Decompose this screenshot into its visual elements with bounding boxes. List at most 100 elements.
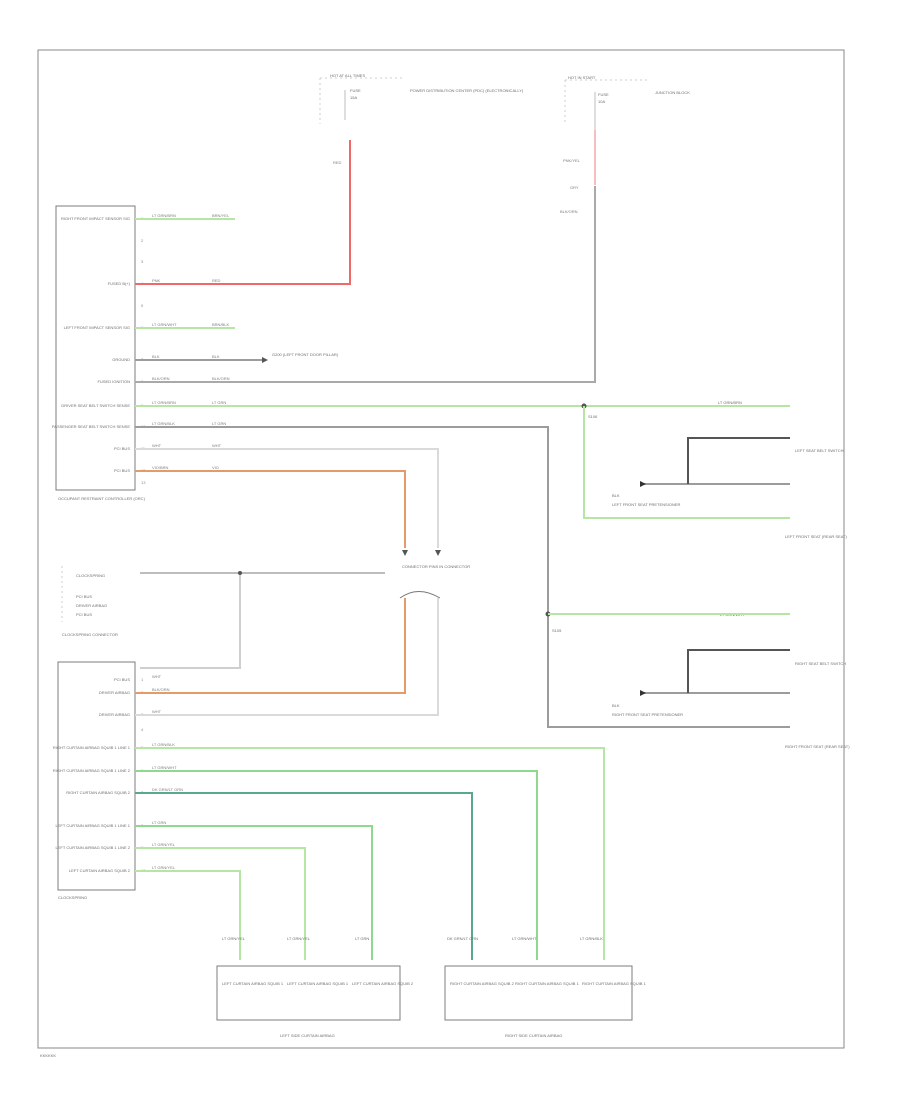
clockspring-pin-wire: LT GRN/WHT [152, 765, 177, 770]
fuse-header-left: HOT AT ALL TIMES [330, 73, 365, 78]
orc-pin-wire: LT GRN/WHT [152, 322, 177, 327]
orc-pin-label: PASSENGER SEAT BELT SWITCH SENSE [52, 424, 130, 429]
pass-connection-label: CONNECTOR PINS IN CONNECTOR [402, 564, 470, 569]
orc-pin-wire: LT GRN/BRN [152, 213, 176, 218]
fuse-amps-right: 10A [598, 99, 605, 104]
seat-belt-right-side: RIGHT FRONT SEAT (REAR SEAT) [785, 744, 850, 749]
fuse-desc-right: JUNCTION BLOCK [655, 90, 690, 95]
wire-fused-ignition [135, 186, 596, 383]
clockspring-line-3: PCI BUS [76, 612, 92, 617]
wire-pass-belt-sense [135, 426, 790, 728]
clockspring-pin-wire: DK GRN/LT GRN [152, 787, 183, 792]
clockspring-pin-wire: LT GRN [152, 820, 166, 825]
clockspring-pin-number: 4 [141, 727, 144, 732]
orc-module-name: OCCUPANT RESTRAINT CONTROLLER (ORC) [58, 496, 146, 501]
wire-driver-airbag-orange [135, 598, 406, 694]
clockspring-connector: CLOCKSPRING PCI BUS DRIVER AIRBAG PCI BU… [61, 566, 385, 669]
clockspring-pin-label: DRIVER AIRBAG [99, 690, 130, 695]
clockspring-pin-label: DRIVER AIRBAG [99, 712, 130, 717]
orc-pin-wire-2: WHT [212, 443, 222, 448]
pass-through-connector: CONNECTOR PINS IN CONNECTOR [399, 550, 470, 599]
wire-label-gry: GRY [570, 185, 579, 190]
wire-left-curtain-3 [135, 870, 241, 960]
orc-pin-wire-2: BLK/ORN [212, 376, 230, 381]
clockspring-pin-number: 1 [141, 677, 144, 682]
clockspring-pin-wire: LT GRN/BLK [152, 742, 175, 747]
ground-label: G200 (LEFT FRONT DOOR PILLAR) [272, 352, 339, 357]
clockspring-pin-label: PCI BUS [114, 677, 130, 682]
wire-right-curtain-3 [135, 792, 473, 960]
orc-pin-label: PCI BUS [114, 468, 130, 473]
orc-pin-number: 2 [141, 238, 144, 243]
clockspring-pin-wire: BLK/ORN [152, 687, 170, 692]
right-curtain-element-1: RIGHT CURTAIN AIRBAG SQUIB 2 [450, 981, 515, 986]
clockspring-pin-wire: LT GRN/YEL [152, 842, 176, 847]
wire-label-red: RED [333, 160, 342, 165]
seat-belt-right-switch: RIGHT SEAT BELT SWITCH [795, 661, 846, 666]
orc-pin-wire-2: LT GRN [212, 421, 226, 426]
orc-pin-wire-2: BRN/YEL [212, 213, 230, 218]
orc-pin-wire-2: BRN/BLK [212, 322, 229, 327]
left-curtain-wire-3: LT GRN [355, 936, 369, 941]
fuse-header-right: HOT IN START [568, 75, 596, 80]
right-curtain-wire-1: DK GRN/LT GRN [447, 936, 478, 941]
wire-left-curtain-2 [135, 847, 306, 960]
seat-belt-left-circuit: LT GRN/BRN [718, 400, 742, 405]
wire-label-blk-orn: BLK/ORN [560, 209, 578, 214]
clockspring-pin-wire: LT GRN/YEL [152, 865, 176, 870]
orc-pin-wire: BLK [152, 354, 160, 359]
wire-fused-b-plus [135, 140, 351, 285]
orc-pin-number: 3 [141, 259, 144, 264]
clockspring-line-1: PCI BUS [76, 594, 92, 599]
left-curtain-element-2: LEFT CURTAIN AIRBAG SQUIB 1 [287, 981, 349, 986]
seat-belt-right-bracket: RIGHT FRONT SEAT PRETENSIONER [612, 712, 683, 717]
orc-pin-label: LEFT FRONT IMPACT SENSOR SIG [64, 325, 130, 330]
orc-pin-wire: BLK/ORN [152, 376, 170, 381]
splice-s105: S105 [552, 628, 562, 633]
clockspring-pin-label: RIGHT CURTAIN AIRBAG SQUIB 1 LINE 1 [53, 745, 131, 750]
seat-belt-left-switch: LEFT SEAT BELT SWITCH [795, 448, 844, 453]
clockspring-pin-label: RIGHT CURTAIN AIRBAG SQUIB 1 LINE 2 [53, 768, 131, 773]
clockspring-pin-label: LEFT CURTAIN AIRBAG SQUIB 1 LINE 2 [56, 845, 131, 850]
orc-pin-wire-2: BLK [212, 354, 220, 359]
fuse-desc-left: POWER DISTRIBUTION CENTER (PDC) (ELECTRO… [410, 88, 524, 93]
right-curtain-wire-3: LT GRN/BLK [580, 936, 603, 941]
clockspring-module-name: CLOCKSPRING [58, 895, 87, 900]
footer-code: KKKKKK [40, 1053, 56, 1058]
clockspring-line-2: DRIVER AIRBAG [76, 603, 107, 608]
orc-pin-label: FUSED IGNITION [98, 379, 131, 384]
left-curtain-wire-1: LT GRN/YEL [222, 936, 246, 941]
right-curtain-wire-2: LT GRN/WHT [512, 936, 537, 941]
clockspring-pin-label: LEFT CURTAIN AIRBAG SQUIB 2 [69, 868, 131, 873]
wire-pci-bus-b [135, 470, 406, 548]
orc-pin-number: 5 [141, 303, 144, 308]
wire-pci-bus-a [135, 448, 439, 548]
diagram-frame [37, 49, 845, 1049]
seat-belt-right-ground: BLK [612, 703, 620, 708]
wire-driver-airbag-gray [135, 598, 439, 716]
seat-belt-left-ground: BLK [612, 493, 620, 498]
wire-label-pnk-yel: PNK/YEL [563, 158, 581, 163]
wire-left-curtain-1 [135, 825, 373, 960]
seat-belt-left-side: LEFT FRONT SEAT (REAR SEAT) [785, 534, 848, 539]
right-curtain-name: RIGHT SIDE CURTAIN AIRBAG [505, 1033, 562, 1038]
clockspring-pin-wire: WHT [152, 709, 162, 714]
orc-pin-label: PCI BUS [114, 446, 130, 451]
fuse-box-hot-in-start: HOT IN START FUSE 10A JUNCTION BLOCK PNK… [560, 75, 690, 214]
orc-pin-wire: VIO/BRN [152, 465, 169, 470]
fuse-label-left: FUSE [350, 88, 361, 93]
right-curtain-element-2: RIGHT CURTAIN AIRBAG SQUIB 1 [515, 981, 580, 986]
left-curtain-name: LEFT SIDE CURTAIN AIRBAG [280, 1033, 335, 1038]
clockspring-pin-label: RIGHT CURTAIN AIRBAG SQUIB 2 [66, 790, 131, 795]
clockspring-pin-wire: WHT [152, 674, 162, 679]
wire-right-curtain-2 [135, 770, 538, 960]
right-curtain-airbag: DK GRN/LT GRN LT GRN/WHT LT GRN/BLK RIGH… [444, 936, 647, 1038]
seat-belt-switch-left: S106 LT GRN/BRN LEFT SEAT BELT SWITCH BL… [581, 400, 848, 539]
seat-belt-switch-right: S105 LT GRN/WHT RIGHT SEAT BELT SWITCH B… [545, 611, 850, 749]
orc-pin-label: GROUND [112, 357, 130, 362]
splice-s106: S106 [588, 414, 598, 419]
clockspring-header: CLOCKSPRING [76, 573, 105, 578]
left-curtain-wire-2: LT GRN/YEL [287, 936, 311, 941]
orc-pin-wire-2: LT GRN [212, 400, 226, 405]
fuse-label-right: FUSE [598, 92, 609, 97]
